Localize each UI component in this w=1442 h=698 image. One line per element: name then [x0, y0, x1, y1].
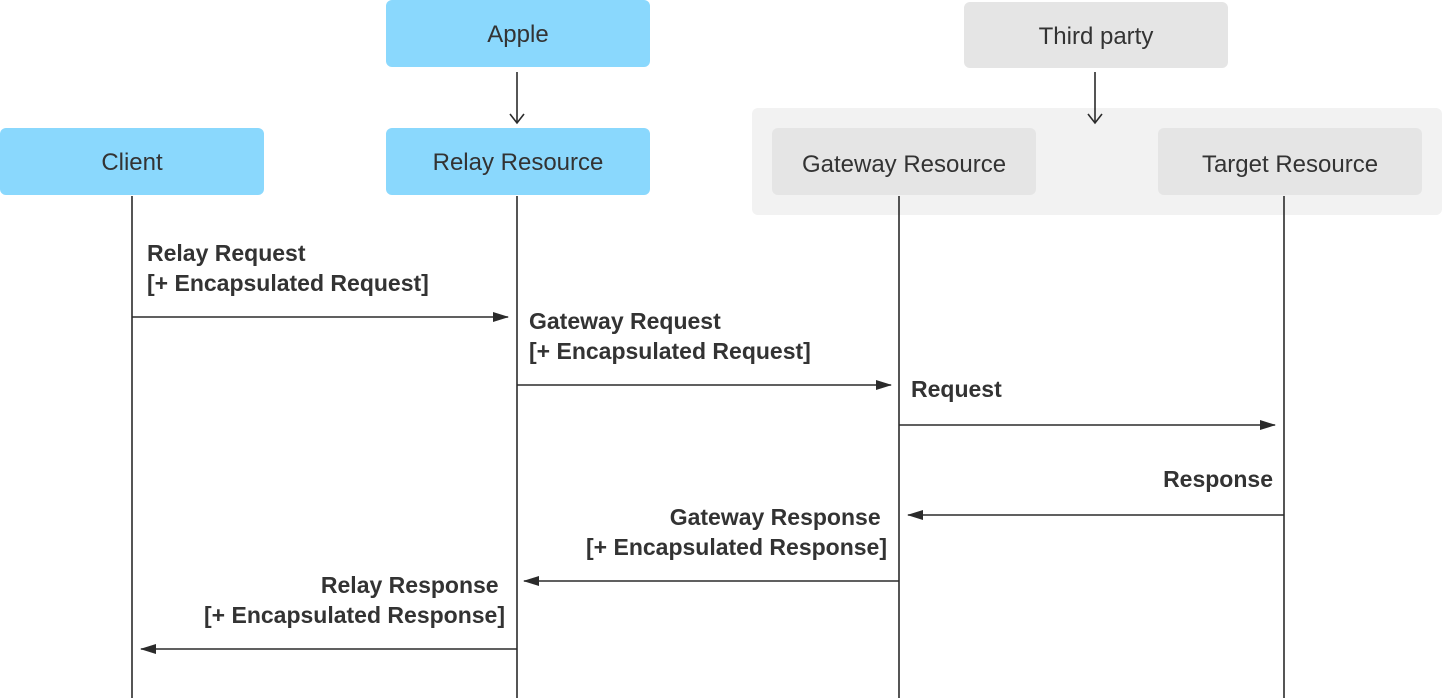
- owner-third-party: Third party: [964, 2, 1228, 68]
- relay-request-line-2: [+ Encapsulated Request]: [147, 270, 429, 296]
- request-label: Request: [911, 376, 1002, 402]
- apple-arrow-head: [509, 113, 525, 125]
- response-label: Response: [1163, 466, 1273, 492]
- relay-response-label: Relay Response [+ Encapsulated Response]: [204, 572, 505, 628]
- participant-relay-box: [386, 128, 650, 195]
- participant-client-box: [0, 128, 264, 195]
- relay-request-label: Relay Request [+ Encapsulated Request]: [147, 240, 429, 296]
- participant-relay: Relay Resource: [386, 128, 650, 195]
- participant-gateway: Gateway Resource: [772, 128, 1036, 195]
- participant-client: Client: [0, 128, 264, 195]
- participant-target-box: [1158, 128, 1422, 195]
- participant-gateway-label: Gateway Resource: [802, 151, 1006, 178]
- response-line-1: Response: [1163, 466, 1273, 492]
- participant-client-label: Client: [101, 149, 163, 176]
- owner-apple-label: Apple: [487, 21, 548, 48]
- participant-gateway-box: [772, 128, 1036, 195]
- relay-response-line-1: Relay Response: [321, 572, 499, 598]
- relay-response-line-2: [+ Encapsulated Response]: [204, 602, 505, 628]
- owner-third-party-label: Third party: [1039, 23, 1154, 50]
- request-line-1: Request: [911, 376, 1002, 402]
- owner-third-party-box: [964, 2, 1228, 68]
- gateway-response-line-2: [+ Encapsulated Response]: [586, 534, 887, 560]
- gateway-request-line-2: [+ Encapsulated Request]: [529, 338, 811, 364]
- gateway-response-line-1: Gateway Response: [670, 504, 881, 530]
- gateway-request-line-1: Gateway Request: [529, 308, 721, 334]
- participant-target: Target Resource: [1158, 128, 1422, 195]
- participant-relay-label: Relay Resource: [433, 149, 604, 176]
- participant-target-label: Target Resource: [1202, 151, 1378, 178]
- owner-apple: Apple: [386, 0, 650, 67]
- owner-apple-box: [386, 0, 650, 67]
- relay-request-line-1: Relay Request: [147, 240, 306, 266]
- gateway-response-label: Gateway Response [+ Encapsulated Respons…: [586, 504, 887, 560]
- third-party-arrow-head: [1087, 113, 1103, 125]
- gateway-request-label: Gateway Request [+ Encapsulated Request]: [529, 308, 811, 364]
